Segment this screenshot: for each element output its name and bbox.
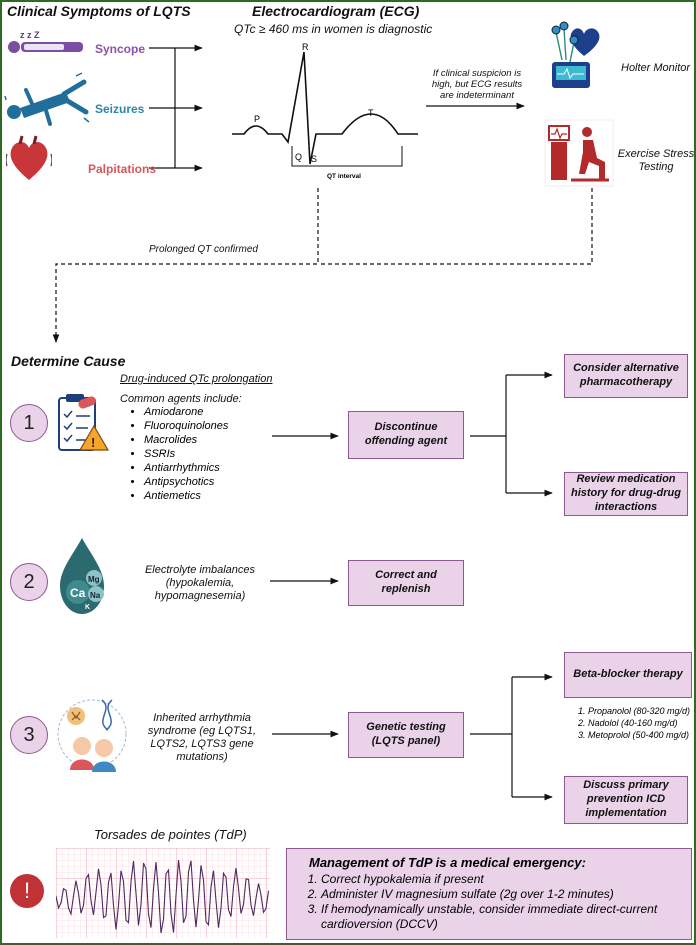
symptom-syncope-label: Syncope	[95, 42, 146, 56]
holter-monitor-label: Holter Monitor	[621, 62, 691, 74]
ecg-waveform: P R Q S T QT interval	[232, 42, 418, 180]
ecg-label-r: R	[302, 42, 309, 52]
na-label: Na	[90, 591, 101, 600]
tdp-step: Administer IV magnesium sulfate (2g over…	[321, 887, 683, 902]
tdp-management-title: Management of TdP is a medical emergency…	[309, 855, 586, 870]
ecg-label-q: Q	[295, 152, 302, 162]
agent-item: Macrolides	[144, 433, 228, 447]
tdp-step: If hemodynamically unstable, consider im…	[321, 902, 683, 932]
suspicion-note: If clinical suspicion is high, but ECG r…	[431, 68, 523, 101]
genetics-family-icon	[57, 699, 127, 772]
tdp-management-steps: Correct hypokalemia if present Administe…	[295, 872, 683, 932]
tdp-step: Correct hypokalemia if present	[321, 872, 683, 887]
electrolyte-description: Electrolyte imbalances (hypokalemia, hyp…	[144, 564, 256, 602]
prolonged-qt-label: Prolonged QT confirmed	[149, 244, 258, 255]
agent-item: Antiemetics	[144, 489, 228, 503]
branch-cause3	[470, 673, 553, 801]
inherited-description: Inherited arrhythmia syndrome (eg LQTS1,…	[147, 712, 257, 763]
beta-blocker-box: Beta-blocker therapy	[564, 652, 692, 698]
common-agents-intro: Common agents include:	[120, 393, 242, 405]
ecg-title: Electrocardiogram (ECG)	[252, 3, 420, 19]
svg-text:!: !	[91, 435, 95, 450]
seizure-icon	[4, 72, 90, 126]
beta-blocker-item: Metoprolol (50-400 mg/d)	[588, 729, 690, 741]
beta-blocker-item: Nadolol (40-160 mg/d)	[588, 717, 690, 729]
correct-replenish-box: Correct and replenish	[348, 560, 464, 606]
alternative-pharmacotherapy-box: Consider alternative pharmacotherapy	[564, 354, 688, 398]
agent-item: Antiarrhythmics	[144, 461, 228, 475]
agent-item: Antipsychotics	[144, 475, 228, 489]
icd-implementation-box: Discuss primary prevention ICD implement…	[564, 776, 688, 824]
ecg-label-s: S	[311, 154, 317, 164]
tdp-ecg-strip	[56, 848, 270, 938]
discontinue-agent-box: Discontinue offending agent	[348, 411, 464, 459]
symptom-seizures-label: Seizures	[95, 102, 145, 116]
electrolyte-drops-icon: Ca Mg Na K	[60, 538, 104, 614]
symptoms-title: Clinical Symptoms of LQTS	[7, 3, 191, 19]
svg-text:z z Z: z z Z	[20, 30, 40, 40]
tdp-title: Torsades de pointes (TdP)	[94, 827, 247, 842]
beta-blocker-item: Propanolol (80-320 mg/d)	[588, 705, 690, 717]
cause-1-number: 1	[10, 404, 48, 442]
genetic-testing-box: Genetic testing (LQTS panel)	[348, 712, 464, 758]
symptom-seizures: Seizures	[95, 102, 144, 116]
tdp-management-box: Management of TdP is a medical emergency…	[286, 848, 692, 940]
branch-cause1	[470, 371, 553, 497]
stress-test-label: Exercise Stress Testing	[617, 148, 695, 173]
cause-2-number: 2	[10, 563, 48, 601]
symptom-bracket	[149, 44, 203, 172]
mg-label: Mg	[88, 575, 100, 584]
drug-agents-list: Amiodarone Fluoroquinolones Macrolides S…	[126, 405, 228, 503]
review-medication-box: Review medication history for drug-drug …	[564, 472, 688, 516]
symptom-palpitations: Palpitations	[88, 162, 156, 176]
alert-icon: !	[10, 874, 44, 908]
dashed-confirmation-path	[55, 188, 593, 342]
stress-test-icon	[544, 119, 614, 187]
k-label: K	[85, 604, 90, 611]
symptom-palpitations-label: Palpitations	[88, 162, 157, 176]
ca-label: Ca	[70, 586, 86, 600]
tdp-trace	[56, 860, 270, 934]
agent-item: Amiodarone	[144, 405, 228, 419]
ecg-label-p: P	[254, 114, 260, 124]
agent-item: Fluoroquinolones	[144, 419, 228, 433]
beta-blocker-list: Propanolol (80-320 mg/d) Nadolol (40-160…	[570, 705, 690, 741]
alert-mark: !	[23, 878, 31, 903]
cause-3-number: 3	[10, 716, 48, 754]
determine-cause-title: Determine Cause	[11, 353, 126, 369]
symptom-syncope: Syncope	[95, 42, 145, 56]
drug-alert-icon: !	[58, 394, 110, 451]
ecg-label-t: T	[368, 108, 374, 118]
drug-induced-heading: Drug-induced QTc prolongation	[120, 373, 273, 385]
syncope-icon: z z Z	[8, 30, 83, 53]
holter-monitor-icon	[551, 21, 600, 88]
agent-item: SSRIs	[144, 447, 228, 461]
ecg-diagnostic-note: QTc ≥ 460 ms in women is diagnostic	[234, 22, 433, 36]
palpitations-heart-icon	[6, 135, 52, 180]
qt-interval-label: QT interval	[327, 173, 361, 180]
